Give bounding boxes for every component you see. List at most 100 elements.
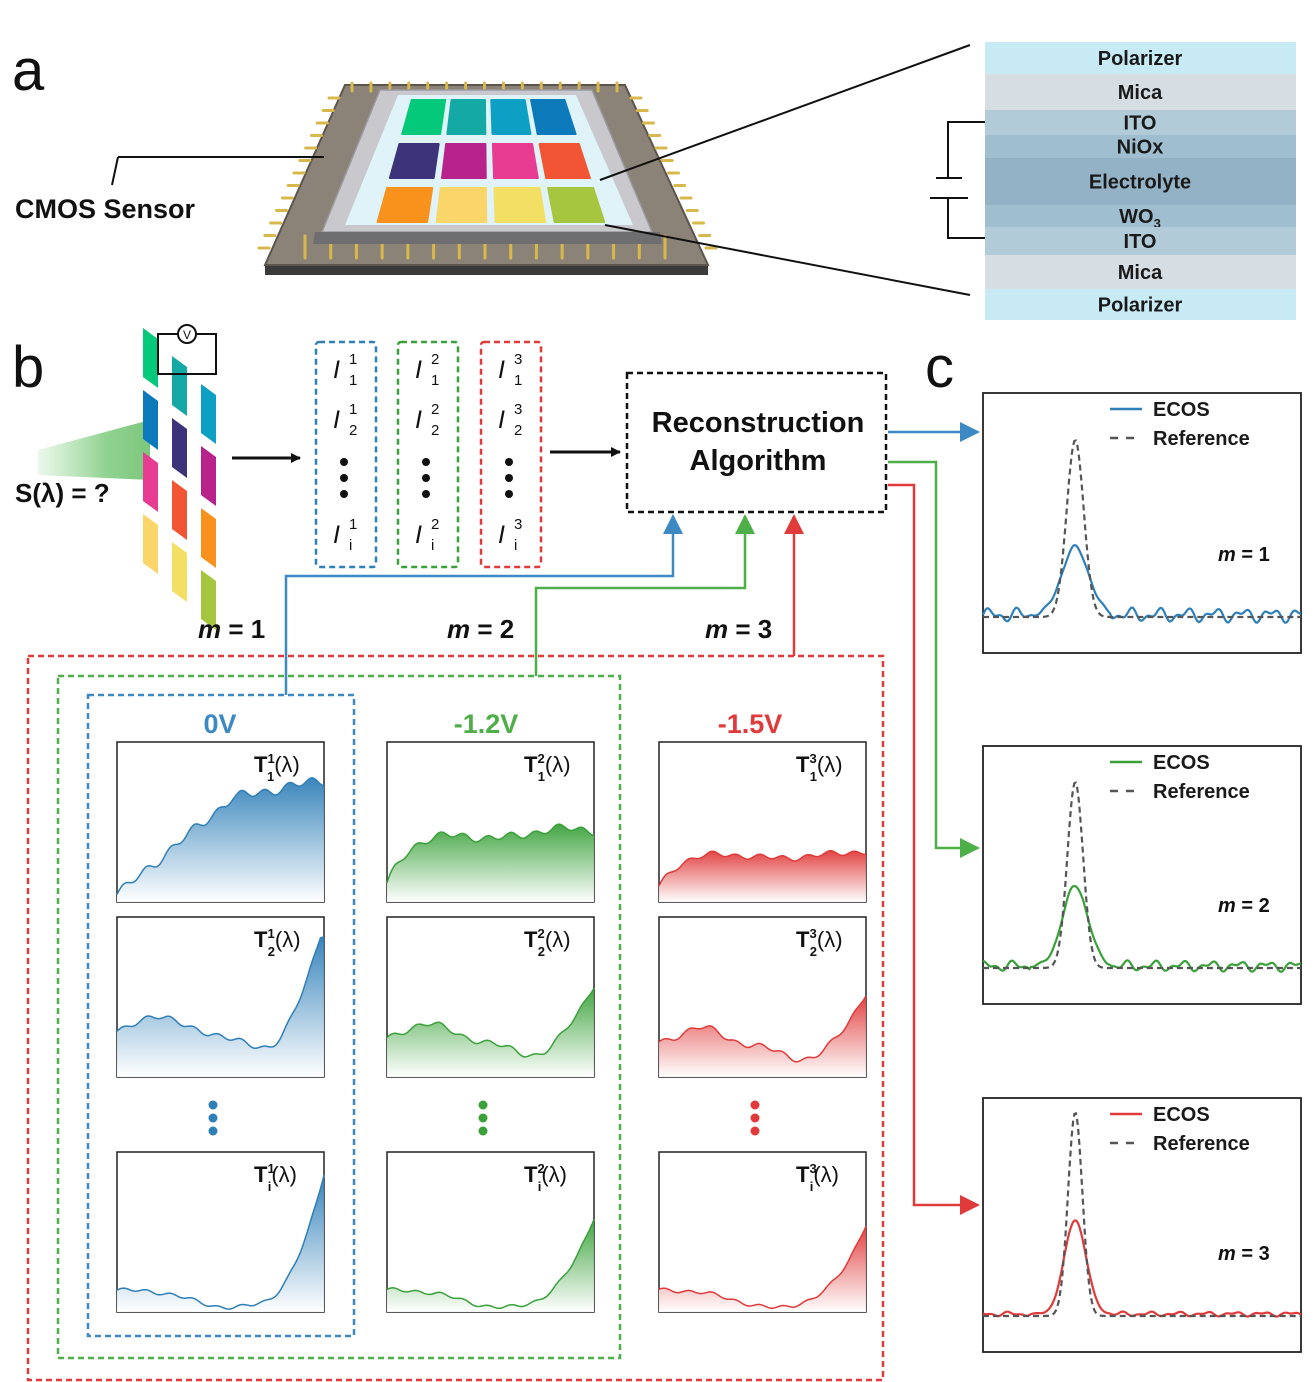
stack-layer xyxy=(985,74,1296,110)
measurement-box xyxy=(396,340,460,569)
group-frame-m3 xyxy=(26,654,885,1382)
reconstruction-plot: ECOS Reference m = 3 xyxy=(982,1097,1302,1353)
legend-label-reference: Reference xyxy=(1153,428,1250,450)
transmission-superscript: 3 xyxy=(809,926,816,941)
filter-element xyxy=(143,390,158,450)
intensity-superscript: 1 xyxy=(349,516,357,533)
intensity-symbol: I xyxy=(333,521,340,549)
lambda-suffix: (λ) xyxy=(817,752,843,777)
ellipsis-dot xyxy=(478,1126,488,1136)
m-value: = 2 xyxy=(1236,895,1270,917)
m-value: = 2 xyxy=(470,614,514,644)
output-m2 xyxy=(888,460,980,858)
lambda-suffix: (λ) xyxy=(545,927,571,952)
transmission-subscript: 2 xyxy=(268,944,275,959)
intensity-symbol: I xyxy=(415,521,422,549)
filter-element xyxy=(172,418,187,478)
intensity-symbol: I xyxy=(415,356,422,384)
transmission-subscript: i xyxy=(538,1179,542,1194)
stack-layer-label: ITO xyxy=(1124,231,1157,253)
m-symbol: m xyxy=(1218,544,1236,566)
feedback-m1 xyxy=(284,514,683,695)
legend-label-ecos: ECOS xyxy=(1153,1104,1210,1126)
algorithm-line-1: Reconstruction xyxy=(652,407,865,439)
cmos-chip xyxy=(257,81,718,275)
intensity-symbol: I xyxy=(498,356,505,384)
ellipsis-dot xyxy=(505,490,513,498)
spectrum-line xyxy=(386,987,595,1058)
intensity-superscript: 1 xyxy=(349,351,357,368)
transmission-subscript: 1 xyxy=(538,769,545,784)
intensity-symbol: I xyxy=(333,356,340,384)
m-symbol: m xyxy=(447,614,470,644)
stack-layer xyxy=(985,135,1296,158)
legend-label-reference: Reference xyxy=(1153,1133,1250,1155)
filter-element xyxy=(172,480,187,540)
ecos-curve xyxy=(981,544,1302,624)
intensity-superscript: 1 xyxy=(349,401,357,418)
ellipsis-dot xyxy=(340,458,348,466)
ellipsis-dot xyxy=(505,474,513,482)
m-symbol: m xyxy=(198,614,221,644)
group-frame-m1 xyxy=(86,693,356,1338)
m-symbol: m xyxy=(705,614,728,644)
feedback-m2 xyxy=(534,514,755,676)
transmission-superscript: 2 xyxy=(537,751,544,766)
legend-label-reference: Reference xyxy=(1153,781,1250,803)
intensity-subscript: i xyxy=(349,537,352,554)
stack-layer xyxy=(985,255,1296,289)
stack-layer-label: ITO xyxy=(1124,113,1157,135)
ellipsis-dot xyxy=(750,1113,760,1123)
stack-layer-label: Mica xyxy=(1118,262,1163,284)
intensity-subscript: 2 xyxy=(514,422,522,439)
panel-a: a CMOS Sensor PolarizerMicaITONiOxElectr… xyxy=(12,38,1296,320)
sensor-pixel xyxy=(435,187,488,223)
legend-label-ecos: ECOS xyxy=(1153,399,1210,421)
cmos-sensor-label: CMOS Sensor xyxy=(15,194,196,224)
sensor-pixel-array xyxy=(376,99,606,223)
sensor-pixel xyxy=(491,143,539,179)
intensity-symbol: I xyxy=(498,406,505,434)
intensity-symbol: I xyxy=(415,406,422,434)
reference-curve xyxy=(983,439,1301,619)
plot-m-label: m = 3 xyxy=(1218,1243,1270,1265)
spectrum-area xyxy=(659,1226,866,1312)
sensor-pixel xyxy=(401,99,447,135)
intensity-superscript: 3 xyxy=(514,401,522,418)
m-label: m = 3 xyxy=(705,614,772,644)
filter-element xyxy=(201,570,216,630)
voltmeter: V xyxy=(157,324,217,375)
intensity-subscript: 2 xyxy=(431,422,439,439)
ellipsis-dot xyxy=(340,474,348,482)
spectrum-line xyxy=(116,1174,325,1310)
legend-label-ecos: ECOS xyxy=(1153,752,1210,774)
spectrum-line xyxy=(658,995,867,1063)
transmission-superscript: 1 xyxy=(267,1161,274,1176)
stack-layer xyxy=(985,110,1296,135)
transmission-subscript: 2 xyxy=(810,944,817,959)
spectrum-area xyxy=(117,777,324,902)
intensity-subscript: 1 xyxy=(431,372,439,389)
sensor-pixel xyxy=(493,187,547,223)
intensity-superscript: 2 xyxy=(431,516,439,533)
voltage-label: -1.2V xyxy=(454,709,519,739)
lambda-suffix: (λ) xyxy=(541,1162,567,1187)
sensor-pixel xyxy=(530,99,577,135)
transmission-superscript: 2 xyxy=(537,926,544,941)
plot-frame xyxy=(982,745,1302,1005)
intensity-superscript: 2 xyxy=(431,351,439,368)
sensor-pixel xyxy=(538,143,591,179)
